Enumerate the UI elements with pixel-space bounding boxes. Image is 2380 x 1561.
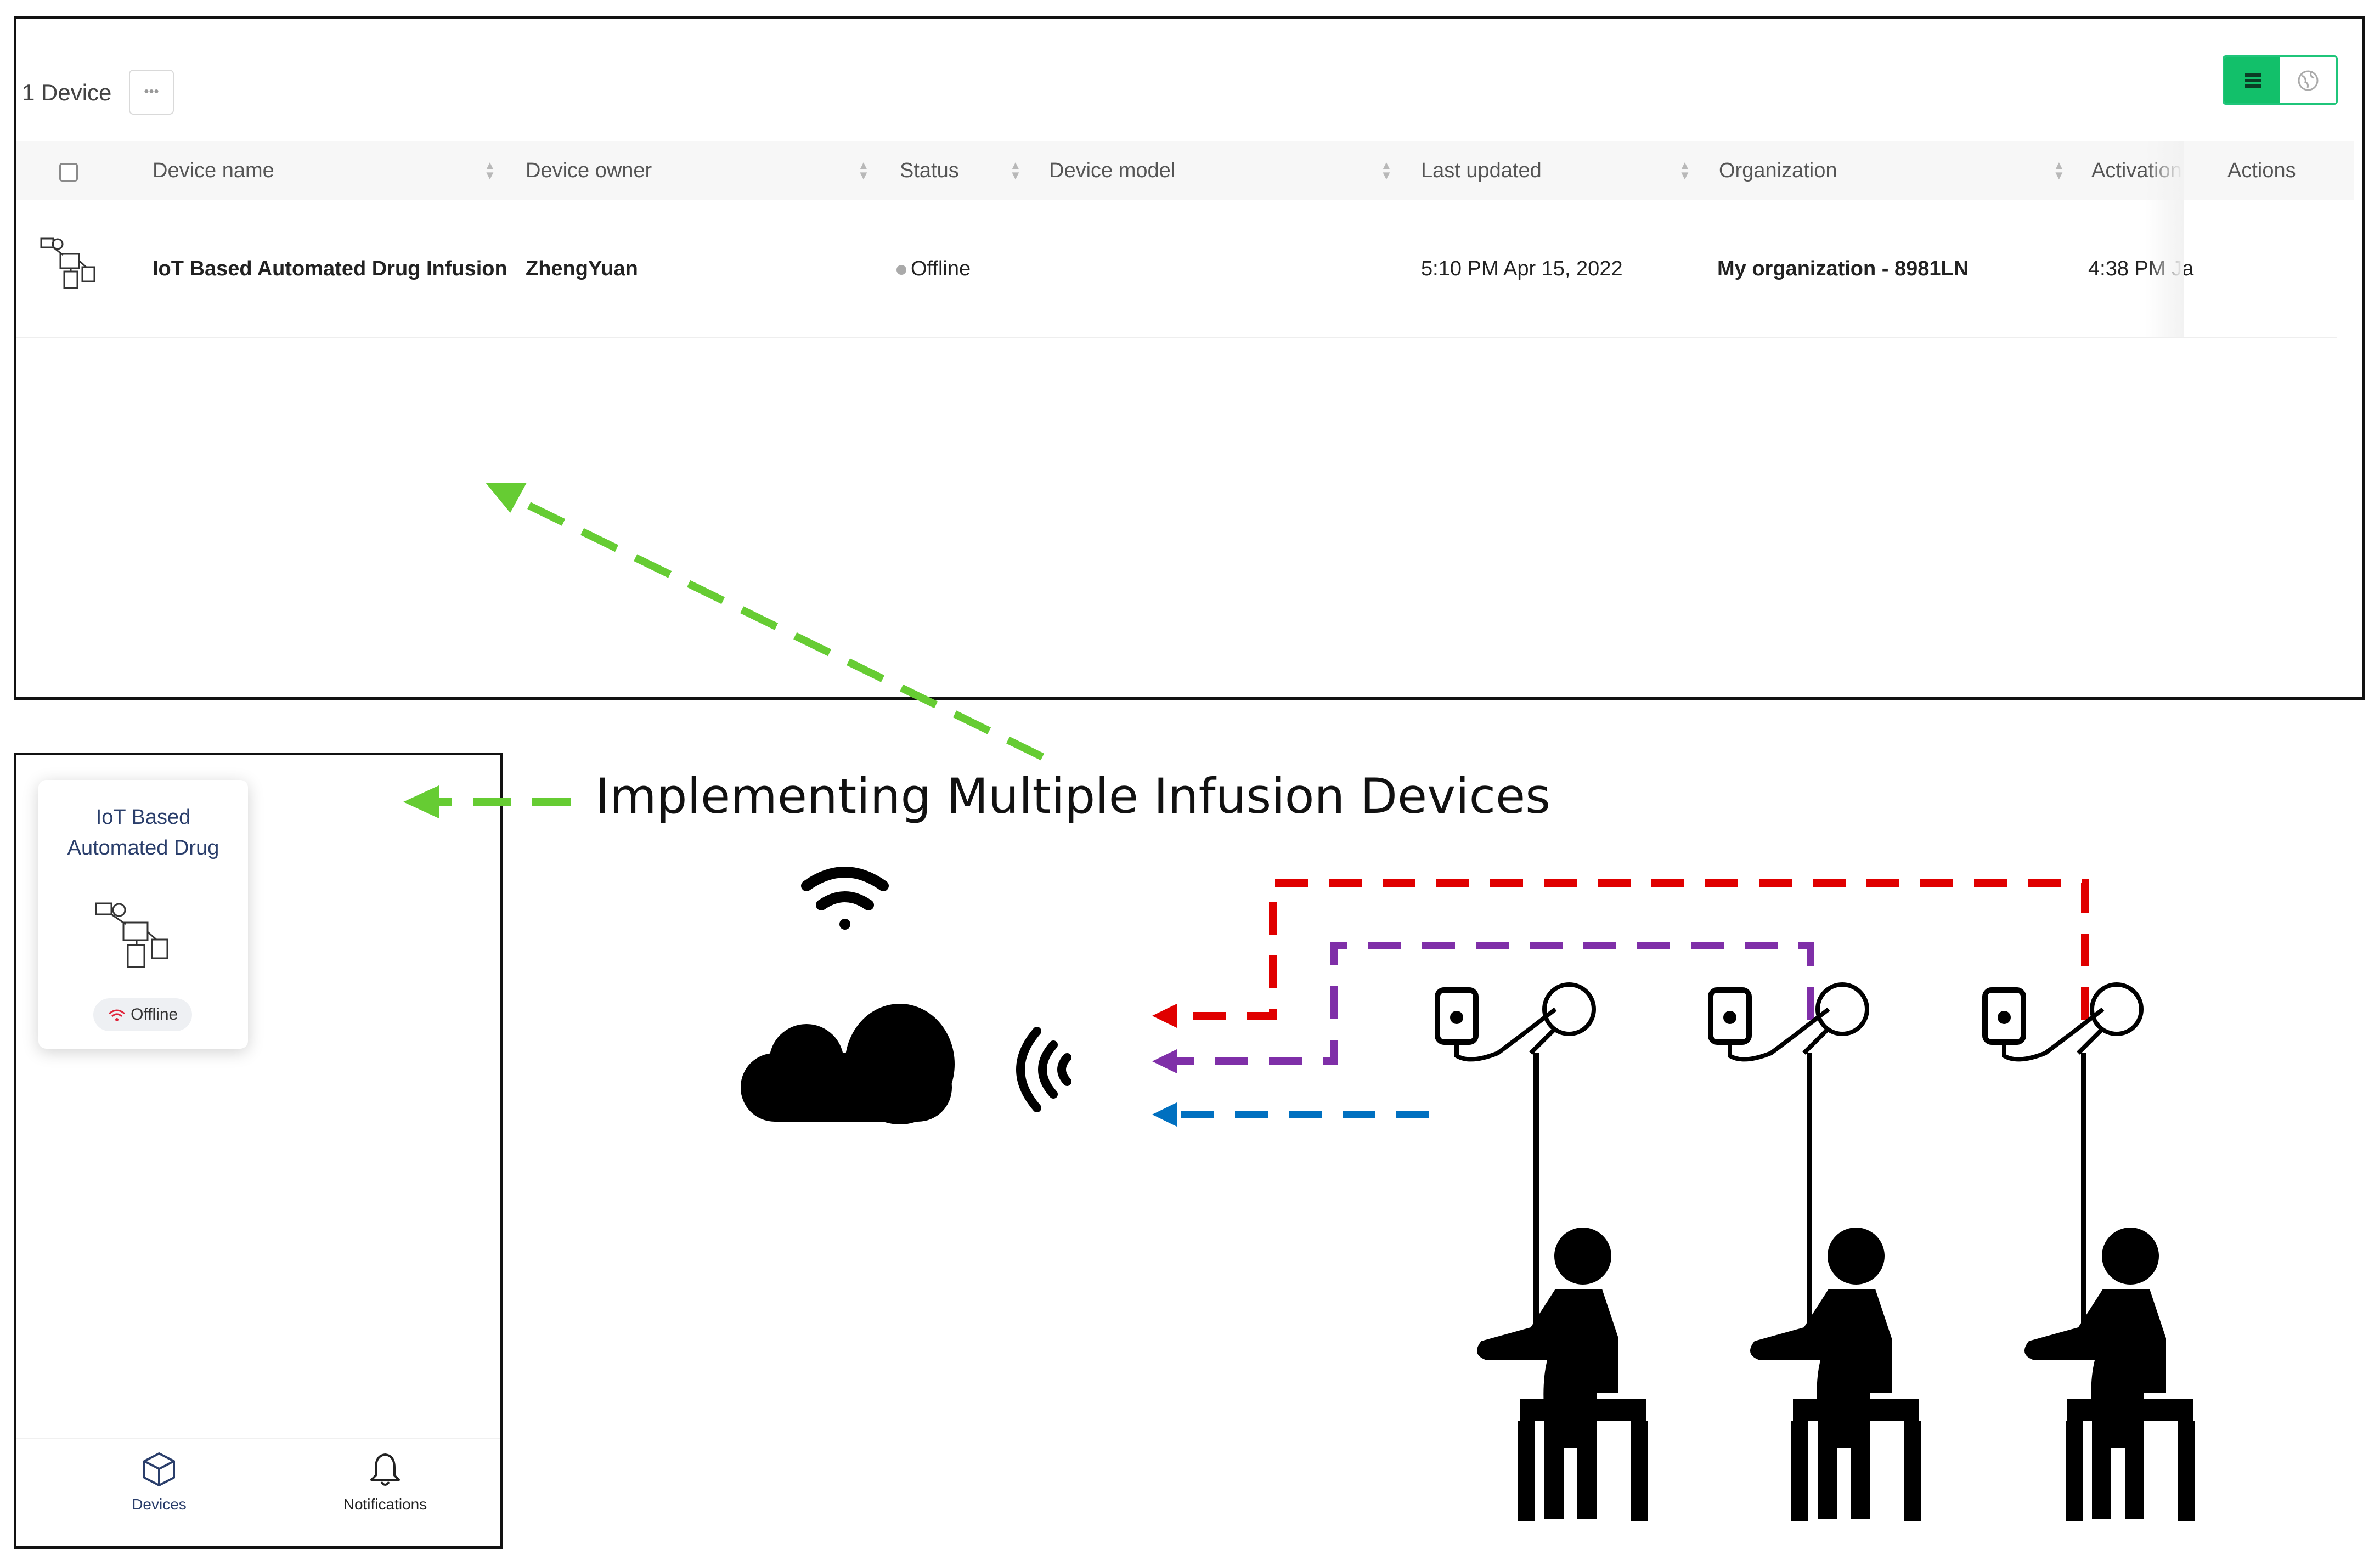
purple-data-route (1152, 942, 1814, 1073)
offline-badge: Offline (93, 998, 192, 1031)
list-view-button[interactable] (2224, 57, 2282, 103)
sort-icon[interactable]: ▲▼ (858, 159, 870, 182)
globe-icon (2298, 70, 2319, 91)
nav-notifications[interactable]: Notifications (303, 1450, 467, 1513)
green-arrow-to-mobile (403, 785, 571, 818)
table-row[interactable]: IoT Based Automated Drug Infusion ZhengY… (16, 200, 2337, 338)
mobile-app-panel: IoT Based Automated Drug Offline Devices (14, 753, 503, 1549)
column-header-status[interactable]: Status (900, 159, 959, 182)
sort-icon[interactable]: ▲▼ (1380, 159, 1392, 182)
status-text: Offline (911, 257, 971, 280)
figure-caption: Implementing Multiple Infusion Devices (595, 768, 1551, 824)
column-fade-overlay (2145, 141, 2184, 337)
globe-view-button[interactable] (2280, 57, 2336, 103)
nav-notifications-label: Notifications (343, 1496, 427, 1513)
select-all-checkbox[interactable] (59, 163, 78, 182)
cube-icon (143, 1452, 175, 1486)
device-thumbnail-icon (95, 902, 168, 968)
patient-infusion-icon (1708, 982, 1921, 1521)
signal-icon (1016, 1027, 1071, 1112)
view-toggle (2223, 55, 2338, 105)
cloud-icon (741, 1004, 955, 1124)
red-data-route (1152, 879, 2089, 1028)
device-owner-cell: ZhengYuan (526, 257, 638, 280)
column-header-device-owner[interactable]: Device owner (526, 159, 652, 182)
status-cell: Offline (896, 200, 971, 337)
device-card[interactable]: IoT Based Automated Drug Offline (38, 780, 248, 1049)
device-card-title: IoT Based Automated Drug (67, 806, 219, 859)
table-header: Device name ▲▼ Device owner ▲▼ Status ▲▼… (16, 141, 2354, 200)
column-header-actions: Actions (2227, 159, 2296, 182)
wifi-off-icon (108, 1009, 125, 1022)
device-dashboard-panel: 1 Device ••• Device name ▲▼ Device owner… (14, 16, 2365, 700)
nav-devices[interactable]: Devices (77, 1450, 241, 1513)
device-name-cell[interactable]: IoT Based Automated Drug Infusion (153, 257, 507, 280)
sort-icon[interactable]: ▲▼ (1009, 159, 1022, 182)
bottom-navigation: Devices Notifications (16, 1438, 500, 1546)
offline-badge-text: Offline (131, 1005, 178, 1023)
column-header-device-model[interactable]: Device model (1049, 159, 1176, 182)
sort-icon[interactable]: ▲▼ (1679, 159, 1691, 182)
more-options-button[interactable]: ••• (129, 70, 174, 115)
patient-infusion-icon (1982, 982, 2195, 1521)
device-thumbnail-icon (40, 237, 95, 289)
wifi-icon (801, 867, 889, 930)
column-header-last-updated[interactable]: Last updated (1421, 159, 1542, 182)
bell-icon (370, 1453, 400, 1486)
column-header-organization[interactable]: Organization (1719, 159, 1837, 182)
device-count: 1 Device (22, 80, 112, 105)
sort-icon[interactable]: ▲▼ (2053, 159, 2065, 182)
blue-data-route (1152, 1102, 1429, 1127)
last-updated-cell: 5:10 PM Apr 15, 2022 (1421, 257, 1623, 280)
nav-devices-label: Devices (132, 1496, 187, 1513)
patient-infusion-icon (1435, 982, 1648, 1521)
green-arrow-to-dashboard (486, 483, 1045, 761)
list-icon (2244, 73, 2261, 88)
status-dot (896, 264, 906, 275)
column-header-device-name[interactable]: Device name (153, 159, 274, 182)
sort-icon[interactable]: ▲▼ (484, 159, 496, 182)
organization-cell: My organization - 8981LN (1717, 257, 1969, 280)
